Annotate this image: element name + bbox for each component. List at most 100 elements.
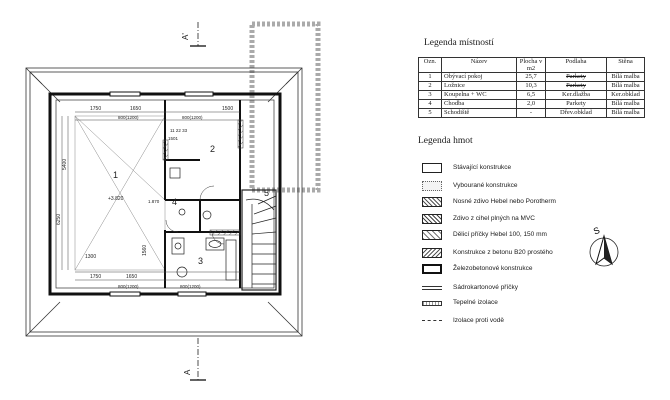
swatch-existing [422, 163, 442, 173]
dim-1501: 1501 [168, 136, 179, 141]
cell-plocha: 25,7 [516, 72, 546, 82]
legend-item-thermal: Tepelné izolace [422, 298, 662, 312]
windows [109, 91, 214, 297]
cell-nazev: Koupelna + WC [441, 90, 517, 100]
staircase [241, 189, 277, 291]
dim-1650-bottom: 1650 [126, 274, 137, 280]
legend-item-partitions: Dělicí příčky Hebel 100, 150 mm [422, 230, 662, 244]
dimension-lines [61, 111, 240, 281]
room-5-label: 5 [264, 188, 269, 198]
swatch-demolished [422, 181, 442, 191]
col-podlaha: Podlaha [545, 57, 607, 73]
hatched-wall-3 [209, 229, 241, 236]
hatched-wall [162, 139, 169, 161]
cell-nazev: Schodiště [441, 108, 517, 118]
col-ozn: Ozn. [418, 57, 442, 73]
cell-podlaha: Parkety [545, 72, 607, 82]
cell-nazev: Ložnice [441, 81, 517, 91]
legend-item-reinforced: Železobetonové konstrukce [422, 264, 662, 278]
legend-item-demolished: Vybourané konstrukce [422, 181, 662, 195]
dim-6250: 6250 [56, 214, 62, 225]
level-mark-1: +3.820 [108, 196, 124, 202]
door-swings [165, 185, 225, 245]
dim-1560: 1560 [142, 245, 148, 256]
outer-walls [48, 92, 282, 296]
dim-1750: 1750 [90, 106, 101, 112]
legend-label: Sádrokartonové příčky [453, 284, 519, 291]
swatch-thermal [422, 301, 442, 306]
table-row: 4 Chodba 2,0 Parkety Bílá malba [418, 99, 645, 109]
legend-item-brick: Zdivo z cihel plných na MVC [422, 214, 662, 228]
cell-plocha: - [516, 108, 546, 118]
dim-window-top-a: 800(1200) [118, 115, 139, 120]
cell-steny: Ker.obklad [606, 90, 645, 100]
room-1-label: 1 [113, 170, 118, 180]
legend-label: Konstrukce z betonu B20 prostého [453, 249, 553, 256]
compass-icon: S [589, 225, 619, 267]
roof-outline [25, 67, 303, 337]
legend-label: Stávající konstrukce [453, 164, 512, 171]
cell-steny: Bílá malba [606, 81, 645, 91]
legend-label: Železobetonové konstrukce [453, 265, 533, 272]
table-row: 2 Ložnice 10,3 Parkety Bílá malba [418, 81, 645, 91]
cell-ozn: 2 [418, 81, 442, 91]
rooms-legend-title: Legenda místností [424, 38, 494, 48]
cell-nazev: Chodba [441, 99, 517, 109]
dim-window-bottom-a: 800(1200) [118, 284, 139, 289]
dim-1500: 1500 [222, 106, 233, 112]
col-plocha: Plocha v m2 [516, 57, 546, 73]
cell-steny: Bílá malba [606, 108, 645, 118]
cell-ozn: 3 [418, 90, 442, 100]
swatch-drywall [422, 286, 442, 290]
room-3-label: 3 [198, 256, 203, 266]
legend-item-existing: Stávající konstrukce [422, 163, 662, 177]
rooms-table: Ozn. Název Plocha v m2 Podlaha Stěna 1 O… [418, 57, 645, 118]
table-row: 5 Schodiště - Dřev.obklad Bílá malba [418, 108, 645, 118]
swatch-concrete [422, 248, 442, 258]
materials-legend-title: Legenda hmot [418, 136, 473, 146]
compass-label: S [592, 225, 601, 236]
swatch-load-bearing [422, 197, 442, 207]
floor-plan: A' A [25, 21, 321, 382]
dim-window-bottom-b: 800(1200) [180, 284, 201, 289]
swatch-waterproof [422, 320, 442, 322]
level-mark-2: 1.870 [148, 199, 160, 204]
rooms-table-header: Ozn. Název Plocha v m2 Podlaha Stěna [418, 57, 645, 73]
cell-plocha: 10,3 [516, 81, 546, 91]
legend-label: Dělicí příčky Hebel 100, 150 mm [453, 231, 547, 238]
cell-podlaha: Parkety [545, 99, 607, 109]
section-line [190, 22, 206, 382]
legend-label: Nosné zdivo Hebel nebo Porotherm [453, 198, 556, 205]
dim-1650: 1650 [130, 106, 141, 112]
room-2-label: 2 [210, 144, 215, 154]
room-4-label: 4 [172, 197, 177, 207]
cell-steny: Bílá malba [606, 72, 645, 82]
legend-label: Tepelné izolace [453, 299, 498, 306]
hatched-wall-2 [237, 119, 244, 149]
cell-steny: Bílá malba [606, 99, 645, 109]
legend-label: Vybourané konstrukce [453, 182, 518, 189]
legend-item-drywall: Sádrokartonové příčky [422, 283, 662, 297]
swatch-reinforced [422, 264, 442, 274]
legend-item-concrete: Konstrukce z betonu B20 prostého [422, 248, 662, 262]
cell-podlaha: Parkety [545, 81, 607, 91]
cell-ozn: 5 [418, 108, 442, 118]
section-label-bottom: A [183, 369, 192, 375]
dim-window-top-b: 800(1200) [182, 115, 203, 120]
section-label-top: A' [181, 33, 190, 40]
cell-podlaha: Ker.dlažba [545, 90, 607, 100]
table-row: 1 Obývací pokoj 25,7 Parkety Bílá malba [418, 72, 645, 82]
roof-ridge-lines [74, 115, 166, 271]
table-row: 3 Koupelna + WC 6,5 Ker.dlažba Ker.obkla… [418, 90, 645, 100]
legend-label: Zdivo z cihel plných na MVC [453, 215, 536, 222]
cell-plocha: 6,5 [516, 90, 546, 100]
col-nazev: Název [441, 57, 517, 73]
struck-floor: Parkety [566, 82, 586, 89]
cell-plocha: 2,0 [516, 99, 546, 109]
cell-ozn: 4 [418, 99, 442, 109]
cell-ozn: 1 [418, 72, 442, 82]
legend-label: Izolace proti vodě [453, 317, 504, 324]
dashed-annex [249, 21, 321, 193]
swatch-brick [422, 214, 442, 224]
cell-nazev: Obývací pokoj [441, 72, 517, 82]
